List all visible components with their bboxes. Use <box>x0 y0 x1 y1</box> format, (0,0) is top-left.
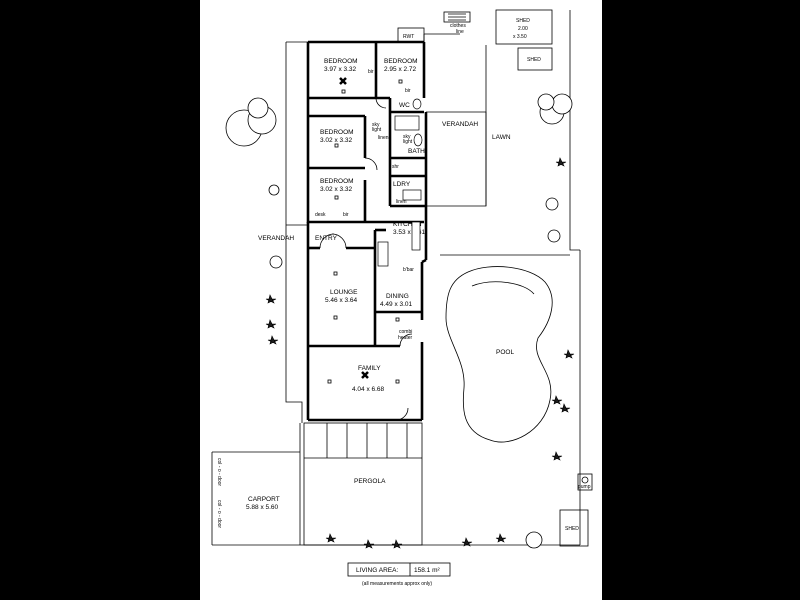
combi-label: combi <box>399 329 412 335</box>
shed-small-top-label: SHED <box>527 57 541 63</box>
fence-right-label: col - o - door <box>216 500 222 528</box>
room-family: FAMILY 4.04 x 6.68 <box>352 365 385 393</box>
room-kitchen: KITCHEN 3.53 x 3.61 <box>393 221 426 236</box>
room-bedroom-1: BEDROOM 3.97 x 3.32 <box>324 58 358 73</box>
shed-large-size2: x 3.50 <box>513 34 527 40</box>
sky1-label: sky <box>372 122 380 128</box>
heater-label: heater <box>398 335 413 341</box>
shed-small-top: SHED <box>517 47 553 71</box>
rainwater-tank: RWT <box>397 27 425 43</box>
linen1-label: linen <box>378 135 389 141</box>
kitchen-name: KITCHEN <box>393 221 422 228</box>
room-bedroom-2: BEDROOM 2.95 x 2.72 <box>384 58 418 73</box>
sky2-label: sky <box>403 134 411 140</box>
kitchen-size: 3.53 x 3.61 <box>393 229 426 236</box>
house-walls <box>306 40 428 422</box>
bedroom4-name: BEDROOM <box>320 178 354 185</box>
shed-large-name: SHED <box>516 18 530 24</box>
verandah-west-label: VERANDAH <box>258 235 294 242</box>
pool-pump: pump <box>577 473 593 491</box>
bath-label: BATH <box>408 148 425 155</box>
bathroom-fixtures <box>377 98 423 267</box>
linen2-label: linen <box>396 199 407 205</box>
wc-label: WC <box>399 102 410 109</box>
lounge-name: LOUNGE <box>330 289 358 296</box>
shr-label: shr <box>392 164 399 170</box>
floor-plan: clothes line SHED 2.00 x 3.50 SHED SHED … <box>211 9 593 587</box>
room-lounge: LOUNGE 5.46 x 3.64 <box>325 289 358 304</box>
lawn-label: LAWN <box>492 134 511 141</box>
pump-label: pump <box>578 484 591 490</box>
bir1-label: bir <box>368 69 374 75</box>
ceiling-fan-icon <box>361 371 369 379</box>
family-size: 4.04 x 6.68 <box>352 386 385 393</box>
bedroom1-size: 3.97 x 3.32 <box>324 66 357 73</box>
lounge-size: 5.46 x 3.64 <box>325 297 358 304</box>
site-boundary <box>211 10 581 546</box>
bedroom3-name: BEDROOM <box>320 129 354 136</box>
room-bedroom-3: BEDROOM 3.02 x 3.32 <box>320 129 354 144</box>
light-fittings <box>327 79 403 384</box>
clothes-line: clothes line <box>443 11 471 35</box>
living-area-value: 158.1 m² <box>414 567 440 574</box>
west-verandah: VERANDAH <box>258 224 308 242</box>
ldry-label: LDRY <box>393 181 411 188</box>
pool: POOL <box>445 266 553 443</box>
ceiling-fan-icon <box>339 77 347 85</box>
bir3-label: bir <box>343 212 349 218</box>
east-verandah: VERANDAH <box>426 111 487 207</box>
bir2-label: bir <box>405 88 411 94</box>
family-name: FAMILY <box>358 365 381 372</box>
pergola-label: PERGOLA <box>354 478 386 485</box>
shrub-icon <box>268 184 561 549</box>
bedroom2-size: 2.95 x 2.72 <box>384 66 417 73</box>
tree-icon <box>537 93 573 125</box>
line-label: line <box>456 29 464 35</box>
bedroom4-size: 3.02 x 3.32 <box>320 186 353 193</box>
carport-name: CARPORT <box>248 496 280 503</box>
door-swings <box>319 97 413 421</box>
tree-icon <box>225 97 277 147</box>
desk-label: desk <box>315 212 326 218</box>
bedroom3-size: 3.02 x 3.32 <box>320 137 353 144</box>
rwt-label: RWT <box>403 34 414 40</box>
palm-plants <box>265 157 575 549</box>
shed-small-bottom-label: SHED <box>565 526 579 532</box>
dining-name: DINING <box>386 293 409 300</box>
bbar-label: b'bar <box>403 267 414 273</box>
light1-label: light <box>372 127 382 133</box>
bedroom1-name: BEDROOM <box>324 58 358 65</box>
measurement-note: (all measurements approx only) <box>362 581 432 587</box>
light2-label: light <box>403 139 413 145</box>
pergola: PERGOLA <box>303 422 423 546</box>
living-area-label: LIVING AREA: <box>356 567 398 574</box>
dining-size: 4.49 x 3.01 <box>380 301 413 308</box>
pool-label: POOL <box>496 349 514 356</box>
entry-label: ENTRY <box>315 235 338 242</box>
floor-plan-sheet: clothes line SHED 2.00 x 3.50 SHED SHED … <box>200 0 602 600</box>
verandah-east-label: VERANDAH <box>442 121 478 128</box>
carport-size: 5.88 x 5.60 <box>246 504 279 511</box>
living-area-box: LIVING AREA: 158.1 m² (all measurements … <box>347 562 451 587</box>
shed-small-bottom: SHED <box>559 509 589 547</box>
shed-large: SHED 2.00 x 3.50 <box>495 9 553 45</box>
room-dining: DINING 4.49 x 3.01 <box>380 293 413 308</box>
clothes-label: clothes <box>450 23 466 29</box>
bedroom2-name: BEDROOM <box>384 58 418 65</box>
shed-large-size1: 2.00 <box>518 26 528 32</box>
carport: CARPORT 5.88 x 5.60 col - o - door col -… <box>216 458 280 528</box>
room-bedroom-4: BEDROOM 3.02 x 3.32 <box>320 178 354 193</box>
fence-left-label: col - o - door <box>216 458 222 486</box>
